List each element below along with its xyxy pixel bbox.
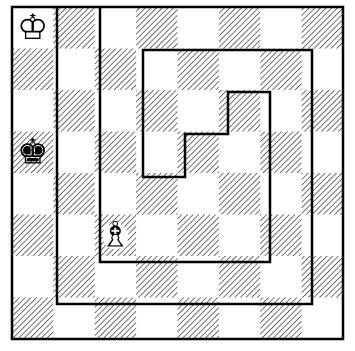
dark-square[interactable] [219, 173, 261, 215]
dark-square[interactable] [260, 132, 302, 174]
light-square[interactable] [178, 173, 220, 215]
dark-square[interactable] [302, 90, 344, 132]
light-square[interactable] [53, 49, 95, 91]
dark-square[interactable] [302, 173, 344, 215]
dark-square[interactable] [53, 7, 95, 49]
light-square[interactable] [12, 256, 54, 298]
light-square[interactable] [178, 90, 220, 132]
dark-square[interactable] [302, 7, 344, 49]
light-square[interactable] [219, 132, 261, 174]
dark-square[interactable] [219, 90, 261, 132]
dark-square[interactable] [12, 49, 54, 91]
light-square[interactable] [136, 215, 178, 257]
dark-square[interactable] [178, 215, 220, 257]
dark-square[interactable] [178, 49, 220, 91]
light-square[interactable] [302, 132, 344, 174]
dark-square[interactable] [53, 256, 95, 298]
dark-square[interactable] [12, 298, 54, 340]
dark-square[interactable] [136, 7, 178, 49]
dark-square[interactable] [53, 173, 95, 215]
dark-square[interactable] [12, 215, 54, 257]
light-square[interactable] [260, 7, 302, 49]
light-square[interactable] [219, 49, 261, 91]
dark-square[interactable] [136, 173, 178, 215]
light-square[interactable] [12, 173, 54, 215]
dark-square[interactable] [260, 49, 302, 91]
light-square[interactable] [260, 173, 302, 215]
light-square[interactable] [178, 7, 220, 49]
board-squares [12, 7, 343, 339]
light-square[interactable] [53, 132, 95, 174]
black-king-piece[interactable]: ♚ [17, 132, 48, 172]
light-square[interactable] [302, 215, 344, 257]
dark-square[interactable] [260, 215, 302, 257]
light-square[interactable] [12, 90, 54, 132]
light-square[interactable] [219, 215, 261, 257]
dark-square[interactable] [53, 90, 95, 132]
light-square[interactable] [302, 49, 344, 91]
light-square[interactable] [260, 90, 302, 132]
white-bishop-piece[interactable]: ♗ [100, 215, 131, 255]
light-square[interactable] [53, 215, 95, 257]
dark-square[interactable] [219, 7, 261, 49]
white-king-piece[interactable]: ♔ [17, 8, 48, 48]
dark-square[interactable] [302, 256, 344, 298]
